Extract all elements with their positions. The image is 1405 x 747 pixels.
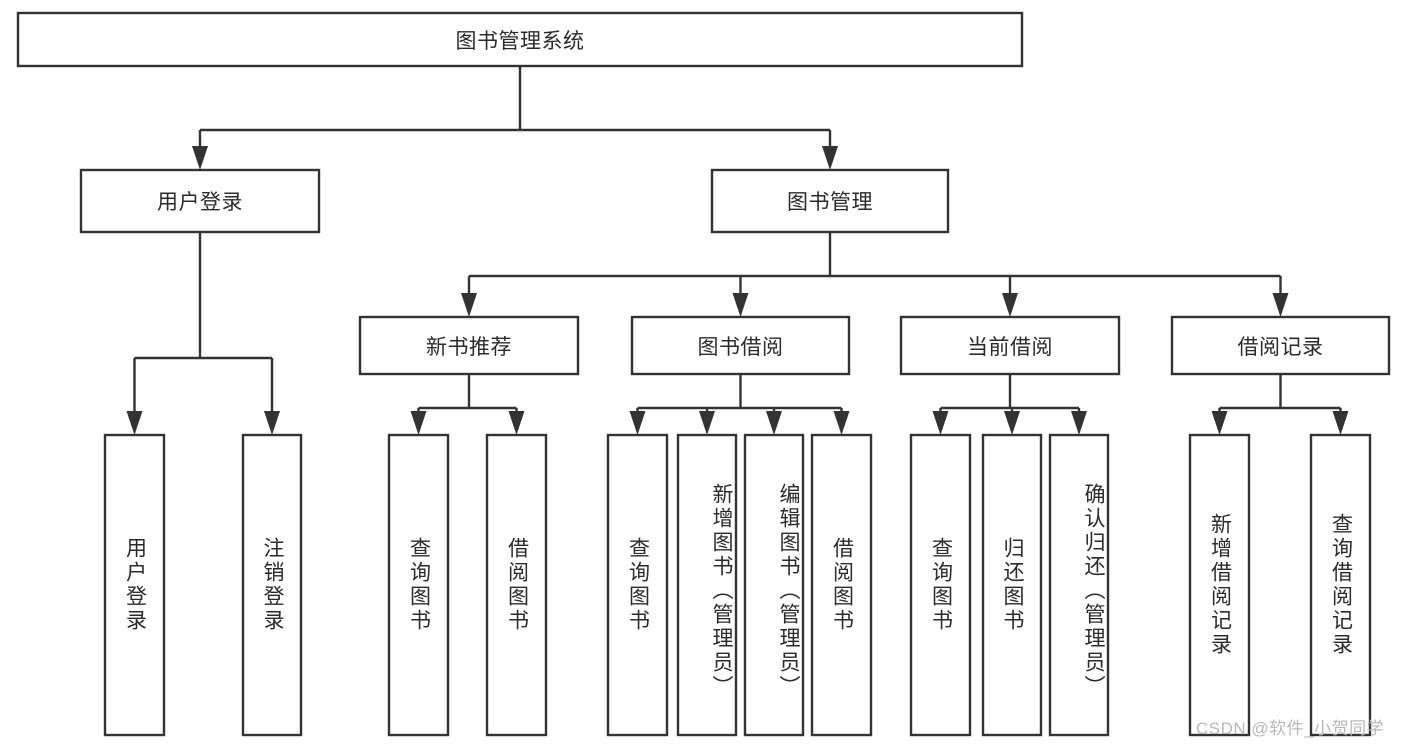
node-box-leaf-user-login[interactable]	[103, 433, 166, 737]
arrow-icon-leaf-return-book	[1004, 411, 1020, 435]
arrow-icon-borrow-record	[1272, 293, 1289, 317]
arrow-icon-leaf-borrow-book-2	[833, 411, 850, 435]
arrow-icon-leaf-add-book	[699, 411, 715, 435]
arrow-icon-leaf-query-record	[1332, 411, 1349, 435]
node-box-leaf-borrow-book-1[interactable]	[485, 433, 548, 737]
arrow-icon-leaf-borrow-book-1	[508, 411, 525, 435]
connector-layer	[126, 66, 1349, 435]
node-box-leaf-add-book[interactable]	[676, 433, 738, 737]
node-box-new-book-rec[interactable]	[358, 315, 580, 376]
node-box-leaf-edit-book[interactable]	[743, 433, 805, 737]
arrow-icon-leaf-query-book-3	[932, 411, 949, 435]
node-box-layer	[16, 11, 1391, 737]
node-box-leaf-user-logout[interactable]	[241, 433, 303, 737]
node-box-borrow-record[interactable]	[1170, 315, 1391, 376]
node-box-root[interactable]	[16, 11, 1024, 68]
node-box-leaf-confirm-return[interactable]	[1048, 433, 1110, 737]
node-box-book-borrow[interactable]	[630, 315, 851, 376]
arrow-icon-leaf-confirm-return	[1071, 411, 1087, 435]
arrow-icon-leaf-add-record	[1211, 411, 1228, 435]
node-box-leaf-borrow-book-2[interactable]	[810, 433, 873, 737]
node-box-leaf-return-book[interactable]	[981, 433, 1043, 737]
node-box-current-borrow[interactable]	[899, 315, 1121, 376]
arrow-icon-leaf-user-login	[126, 411, 143, 435]
node-box-leaf-query-record[interactable]	[1309, 433, 1372, 737]
node-box-user-login[interactable]	[79, 168, 321, 234]
arrow-icon-leaf-query-book-1	[410, 411, 427, 435]
node-box-leaf-add-record[interactable]	[1188, 433, 1251, 737]
arrow-icon-new-book-rec	[461, 293, 477, 317]
arrow-icon-leaf-edit-book	[766, 411, 782, 435]
node-box-leaf-query-book-2[interactable]	[606, 433, 669, 737]
arrow-icon-book-manage	[822, 146, 838, 170]
node-box-leaf-query-book-1[interactable]	[387, 433, 450, 737]
csdn-watermark: CSDN @软件_小贺同学	[1196, 719, 1385, 738]
arrow-icon-user-login	[192, 146, 208, 170]
arrow-icon-leaf-query-book-2	[629, 411, 646, 435]
arrow-icon-leaf-user-logout	[264, 411, 280, 435]
node-box-leaf-query-book-3[interactable]	[909, 433, 972, 737]
arrow-icon-current-borrow	[1002, 293, 1018, 317]
arrow-icon-book-borrow	[732, 293, 749, 317]
node-box-book-manage[interactable]	[710, 168, 950, 234]
